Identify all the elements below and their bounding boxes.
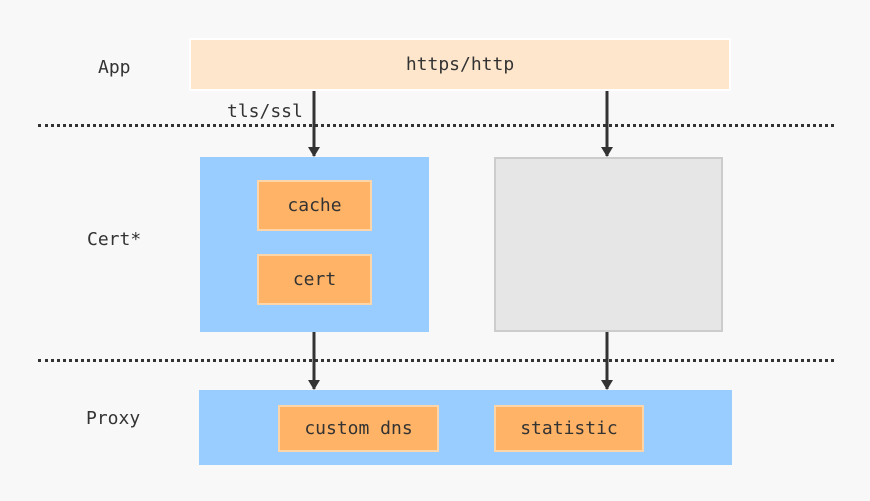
statistic-chip: statistic (494, 405, 644, 452)
divider-cert-proxy (38, 359, 834, 362)
statistic-chip-label: statistic (520, 418, 618, 439)
layer-label-cert: Cert* (87, 229, 142, 250)
custom-dns-chip: custom dns (278, 405, 439, 452)
layer-label-proxy: Proxy (86, 408, 141, 429)
layer-label-app: App (98, 57, 131, 78)
app-layer-bar: https/http (189, 38, 731, 91)
cert-chip: cert (257, 254, 372, 305)
cert-chip-label: cert (292, 269, 337, 290)
empty-gray-container (494, 157, 723, 332)
cache-chip-label: cache (287, 195, 342, 216)
tls-ssl-label: tls/ssl (227, 101, 303, 122)
cache-chip: cache (257, 180, 372, 231)
app-layer-label: https/http (405, 54, 515, 75)
custom-dns-chip-label: custom dns (304, 418, 413, 439)
divider-app-cert (38, 124, 834, 127)
